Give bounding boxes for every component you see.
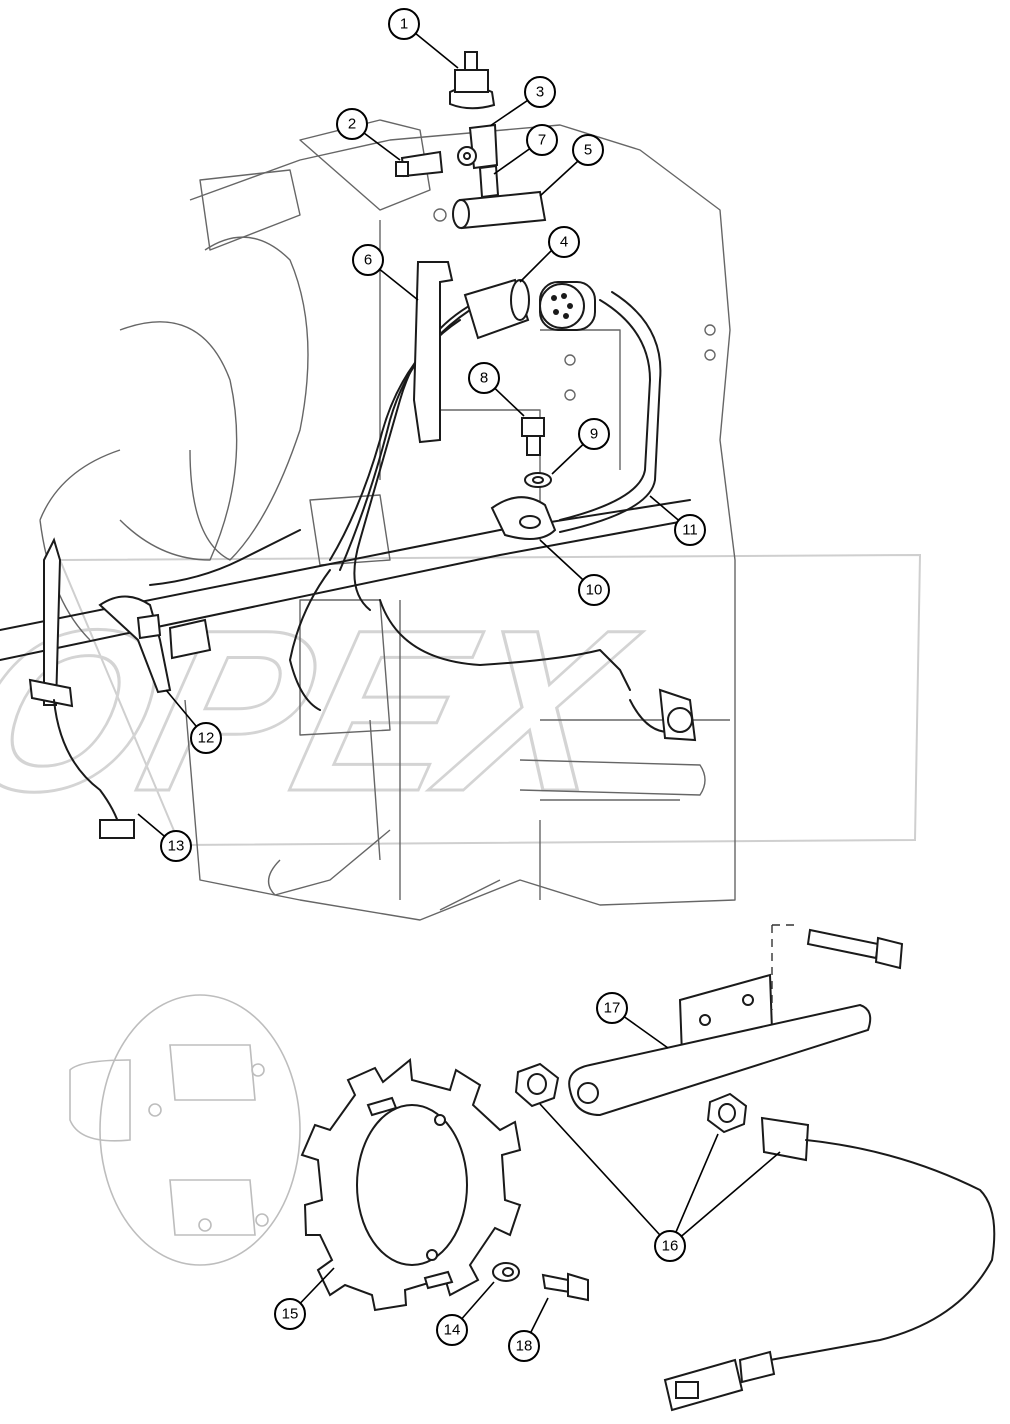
svg-text:12: 12 [198, 730, 215, 747]
adapter-7 [478, 164, 500, 199]
svg-text:8: 8 [480, 370, 488, 387]
svg-text:2: 2 [348, 116, 356, 133]
bolt-8 [521, 417, 545, 456]
watermark: OPEX [0, 553, 922, 847]
tone-wheel-15 [300, 1058, 522, 1312]
callout-13: 13 [160, 830, 192, 862]
svg-text:9: 9 [590, 426, 598, 443]
svg-text:1: 1 [400, 16, 408, 33]
cable-tie-13 [28, 537, 135, 839]
sensor-2 [395, 150, 444, 178]
callout-15: 15 [274, 1298, 306, 1330]
tee-fitting-3 [457, 123, 499, 170]
callout-10: 10 [578, 574, 610, 606]
callout-14: 14 [436, 1314, 468, 1346]
washer-9 [524, 472, 552, 488]
svg-text:16: 16 [662, 1238, 679, 1255]
callout-7: 7 [526, 124, 558, 156]
washer-14 [492, 1262, 520, 1282]
callouts: 1 2 3 4 5 6 7 8 9 10 11 12 13 14 15 16 1… [160, 8, 706, 1362]
svg-text:10: 10 [586, 582, 603, 599]
callout-6: 6 [352, 244, 384, 276]
svg-text:7: 7 [538, 132, 546, 149]
svg-text:6: 6 [364, 252, 372, 269]
bracket-6 [412, 261, 454, 444]
nut-16b [706, 1092, 748, 1134]
svg-text:14: 14 [444, 1322, 461, 1339]
speed-sensor-16 [663, 1116, 996, 1412]
pressure-sensor-1 [449, 51, 496, 110]
multi-pin-connector-4 [463, 278, 596, 340]
svg-text:13: 13 [168, 838, 185, 855]
speed-sensor-housing [658, 688, 697, 742]
callout-3: 3 [524, 76, 556, 108]
svg-text:5: 5 [584, 142, 592, 159]
svg-text:3: 3 [536, 84, 544, 101]
bracket-17 [568, 924, 872, 1117]
callout-18: 18 [508, 1330, 540, 1362]
clip-10 [490, 496, 557, 540]
union-5 [452, 190, 547, 230]
nut-16a [514, 1062, 560, 1108]
bolt-top [806, 928, 904, 970]
callout-11: 11 [674, 514, 706, 546]
clip-12 [98, 595, 212, 694]
callout-12: 12 [190, 722, 222, 754]
svg-text:15: 15 [282, 1306, 299, 1323]
callout-4: 4 [548, 226, 580, 258]
svg-text:4: 4 [560, 234, 568, 251]
callout-2: 2 [336, 108, 368, 140]
callout-1: 1 [388, 8, 420, 40]
watermark-text: OPEX [0, 583, 656, 839]
svg-text:18: 18 [516, 1338, 533, 1355]
bolt-18 [541, 1272, 589, 1302]
svg-text:17: 17 [604, 1000, 621, 1017]
svg-text:11: 11 [682, 522, 698, 539]
callout-9: 9 [578, 418, 610, 450]
output-flange [69, 994, 301, 1266]
callout-17: 17 [596, 992, 628, 1024]
callout-5: 5 [572, 134, 604, 166]
callout-8: 8 [468, 362, 500, 394]
callout-16: 16 [654, 1230, 686, 1262]
